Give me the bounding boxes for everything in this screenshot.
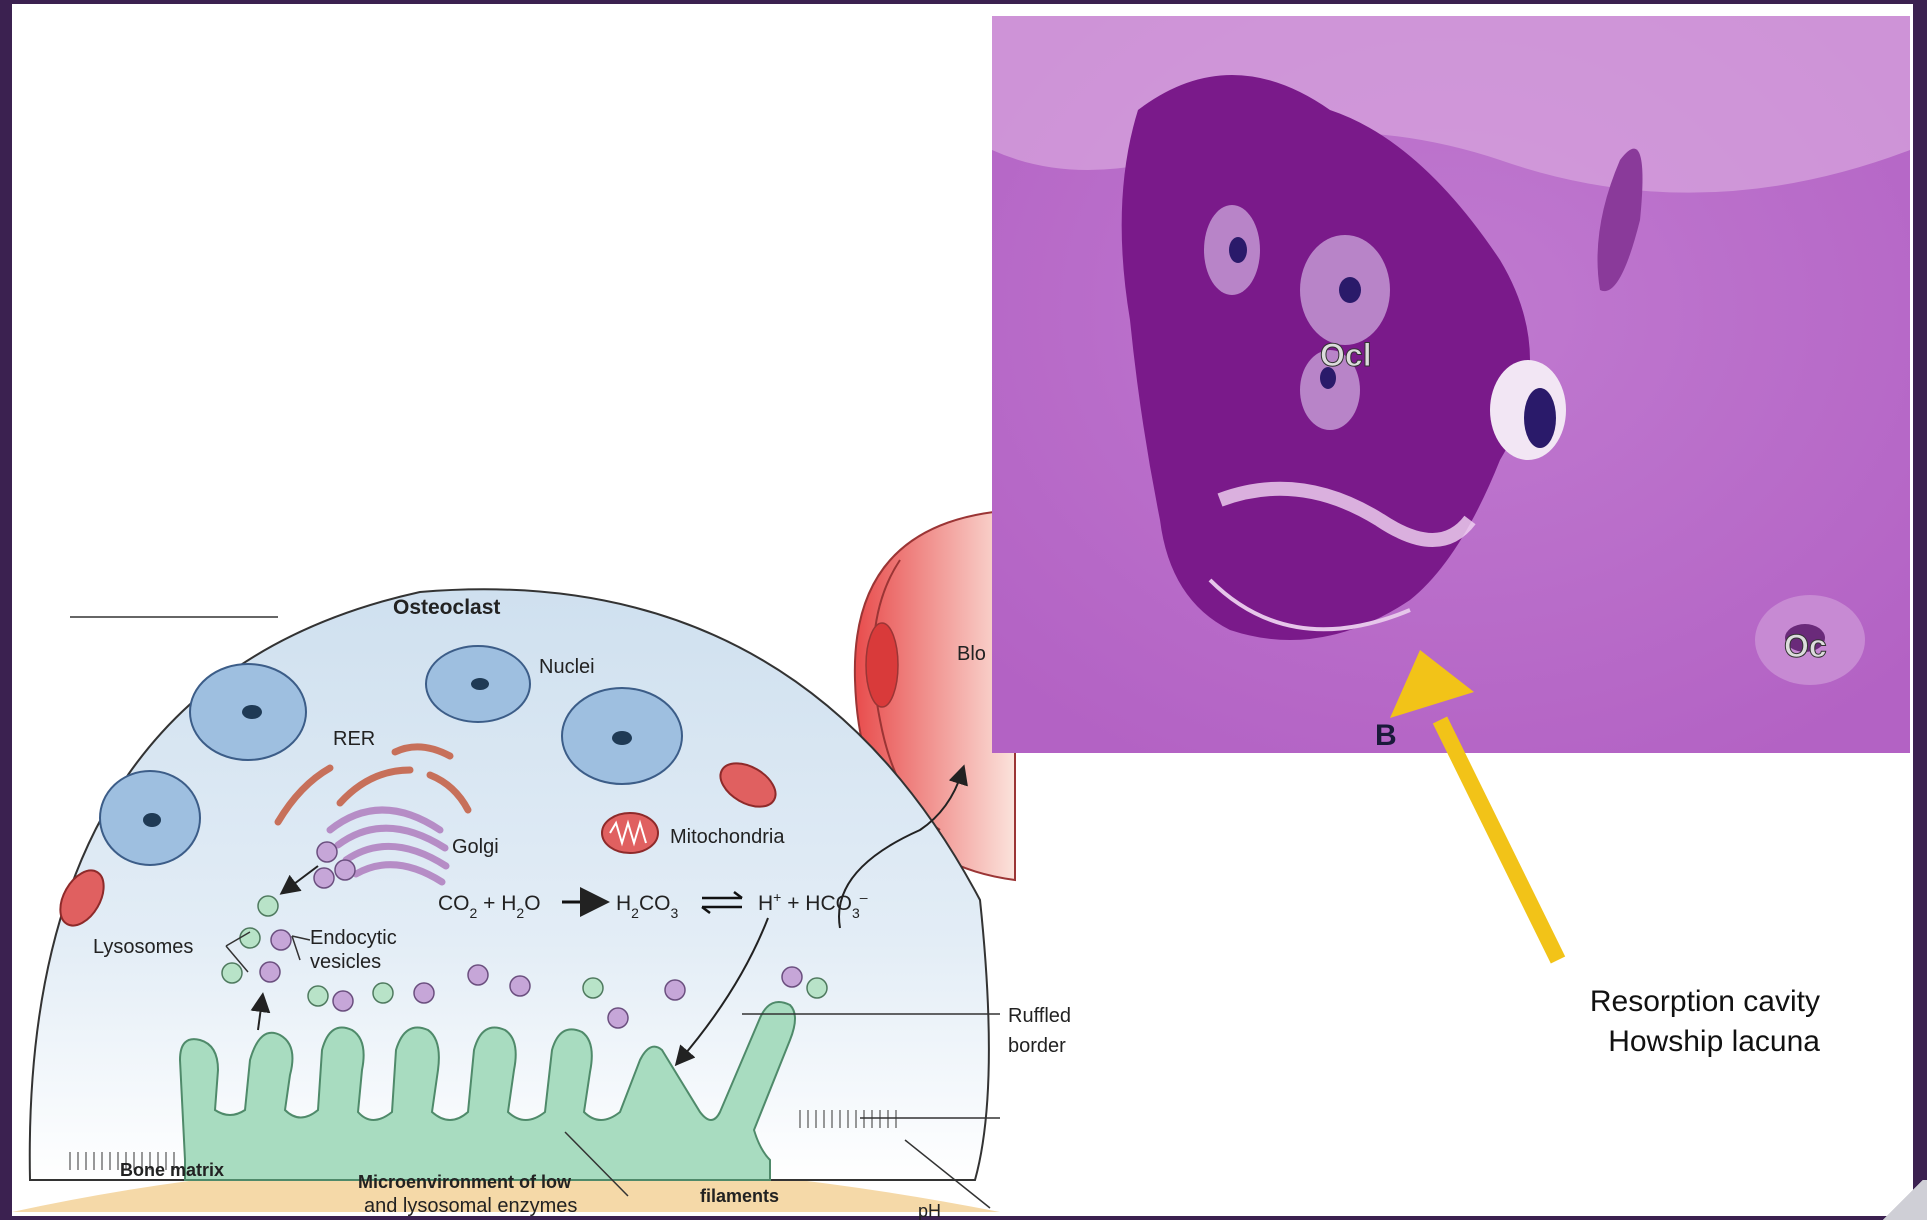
vessel-label: Blo bbox=[957, 643, 986, 665]
ocl-label: Ocl bbox=[1320, 337, 1372, 373]
page-curl-corner bbox=[1879, 1180, 1927, 1220]
eq-h2co3-sub2: 3 bbox=[670, 905, 678, 921]
ph-label: pH bbox=[918, 1201, 941, 1220]
microenvironment-label-2: and lysosomal enzymes bbox=[364, 1195, 577, 1217]
endocytic-label-2: vesicles bbox=[310, 951, 381, 973]
eq-hco3-sub: 3 bbox=[852, 905, 860, 921]
eq-h2co3-sub1: 2 bbox=[631, 905, 639, 921]
ruffled-label-1: Ruffled bbox=[1008, 1005, 1071, 1027]
resorption-caption: Resorption cavity Howship lacuna bbox=[1520, 982, 1820, 1062]
filaments-label: filaments bbox=[700, 1186, 779, 1206]
endocytic-label-1: Endocytic bbox=[310, 927, 397, 949]
eq-co2: CO bbox=[438, 892, 470, 915]
microenvironment-label-1: Microenvironment of low bbox=[358, 1172, 572, 1192]
eq-co2-sub: 2 bbox=[470, 905, 478, 921]
eq-h2o-sub: 2 bbox=[516, 905, 524, 921]
b-label: B bbox=[1375, 719, 1397, 752]
eq-plus-h: + H bbox=[477, 892, 516, 915]
golgi-label: Golgi bbox=[452, 836, 499, 858]
eq-h: H bbox=[758, 892, 773, 915]
eq-h-sup: + bbox=[773, 889, 781, 905]
caption-line-1: Resorption cavity bbox=[1520, 982, 1820, 1022]
eq-o: O bbox=[524, 892, 540, 915]
osteoclast-title: Osteoclast bbox=[393, 596, 500, 619]
caption-line-2: Howship lacuna bbox=[1520, 1022, 1820, 1062]
eq-hco3-sup: – bbox=[860, 889, 868, 905]
histology-micrograph: Ocl Oc B bbox=[992, 16, 1910, 753]
rer-label: RER bbox=[333, 728, 375, 750]
ruffled-label-2: border bbox=[1008, 1035, 1066, 1057]
bone-matrix-label: Bone matrix bbox=[120, 1160, 224, 1180]
mitochondria-label: Mitochondria bbox=[670, 826, 785, 848]
lysosomes-label: Lysosomes bbox=[93, 936, 193, 958]
eq-plus-hco: + HCO bbox=[781, 892, 852, 915]
eq-h2co3-h: H bbox=[616, 892, 631, 915]
nuclei-label: Nuclei bbox=[539, 656, 595, 678]
eq-h2co3-co: CO bbox=[639, 892, 671, 915]
oc-label: Oc bbox=[1784, 628, 1827, 664]
